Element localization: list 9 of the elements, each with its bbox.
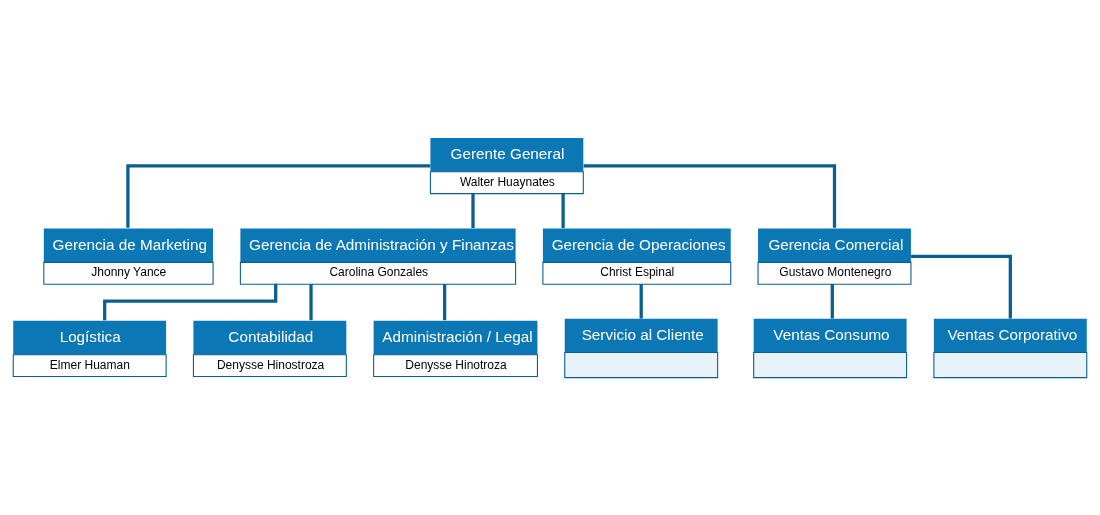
connector bbox=[471, 193, 475, 228]
connector bbox=[583, 164, 837, 228]
connector bbox=[830, 284, 834, 319]
connector bbox=[126, 164, 431, 228]
connector bbox=[309, 284, 313, 321]
connector bbox=[442, 284, 447, 321]
connector bbox=[911, 254, 1012, 319]
connector bbox=[561, 193, 565, 228]
connector bbox=[639, 284, 643, 319]
